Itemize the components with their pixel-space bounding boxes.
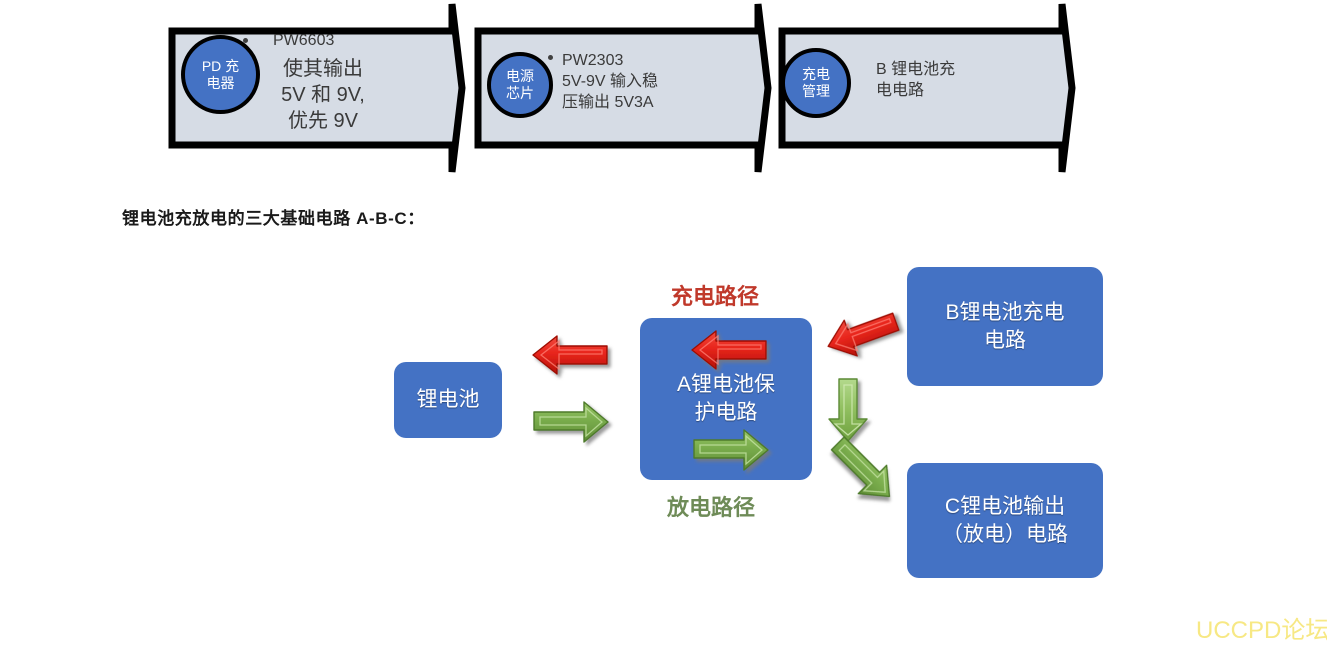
protect-down-arrow — [826, 377, 870, 443]
battery-charge-in-arrow — [531, 333, 609, 377]
box-charge-circuit-line1: B锂电池充电 — [945, 300, 1065, 324]
flow-body-2: PW2303 5V-9V 输入稳 压输出 5V3A — [562, 51, 658, 113]
box-charge-circuit: B锂电池充电 电路 — [907, 267, 1103, 386]
flow-body-3-line1: B 锂电池充 — [876, 61, 956, 78]
protect-charge-in-arrow — [690, 328, 768, 372]
flow-title-1-text: PW6603 — [273, 32, 335, 49]
flow-body-1-line2: 5V 和 9V, — [281, 84, 365, 106]
box-output-circuit-line1: C锂电池输出 — [944, 494, 1066, 518]
flow-body-1-line1: 使其输出 — [283, 58, 363, 80]
bullet-dot-icon-1 — [243, 38, 248, 43]
box-battery-label: 锂电池 — [416, 388, 480, 412]
flow-chip-circle-3: 充电 管理 — [781, 48, 851, 118]
flow-chevron-2 — [474, 0, 772, 176]
box-battery: 锂电池 — [394, 362, 502, 438]
flow-chevron-3 — [778, 0, 1076, 176]
flow-chip-circle-1: PD 充 电器 — [181, 35, 260, 114]
flow-body-2-line2: 压输出 5V3A — [562, 93, 654, 111]
box-output-circuit: C锂电池输出 （放电）电路 — [907, 463, 1103, 578]
flow-body-2-line1: 5V-9V 输入稳 — [562, 72, 659, 90]
flow-chip-circle-3-line1: 充电 — [802, 66, 830, 83]
flow-chip-circle-2: 电源 芯片 — [487, 52, 553, 118]
flow-body-1-line3: 优先 9V — [287, 110, 359, 132]
label-discharge-path: 放电路径 — [667, 495, 756, 520]
watermark-text: UCCPD论坛 — [1196, 617, 1327, 644]
flow-body-3-line2: 电电路 — [876, 81, 925, 99]
section-heading: 锂电池充放电的三大基础电路 A-B-C： — [122, 209, 425, 228]
flow-body-1: 使其输出 5V 和 9V, 优先 9V — [248, 56, 398, 134]
flow-chip-circle-2-line2: 芯片 — [506, 85, 534, 101]
box-charge-circuit-line2: 电路 — [983, 328, 1026, 352]
protect-to-output-arrow — [819, 426, 908, 515]
protect-discharge-out-arrow — [692, 427, 772, 473]
flow-body-3: B 锂电池充 电电路 — [876, 60, 955, 102]
label-charge-path: 充电路径 — [671, 284, 760, 309]
battery-discharge-out-arrow — [532, 399, 612, 445]
box-protect-line2: 护电路 — [694, 401, 758, 424]
flow-chip-circle-1-line1: PD 充 — [201, 57, 240, 74]
box-protect-line1: A锂电池保 — [676, 373, 775, 397]
charger-to-protect-arrow — [819, 300, 905, 367]
box-output-circuit-line2: （放电）电路 — [942, 522, 1068, 546]
flow-chip-circle-1-line2: 电器 — [206, 74, 235, 91]
bullet-dot-icon-2 — [548, 55, 553, 60]
flow-title-1: PW6603 — [273, 31, 334, 52]
flow-chip-circle-3-line2: 管理 — [802, 83, 830, 99]
flow-title-2-text: PW2303 — [562, 52, 624, 69]
flow-chip-circle-2-line1: 电源 — [506, 68, 534, 85]
